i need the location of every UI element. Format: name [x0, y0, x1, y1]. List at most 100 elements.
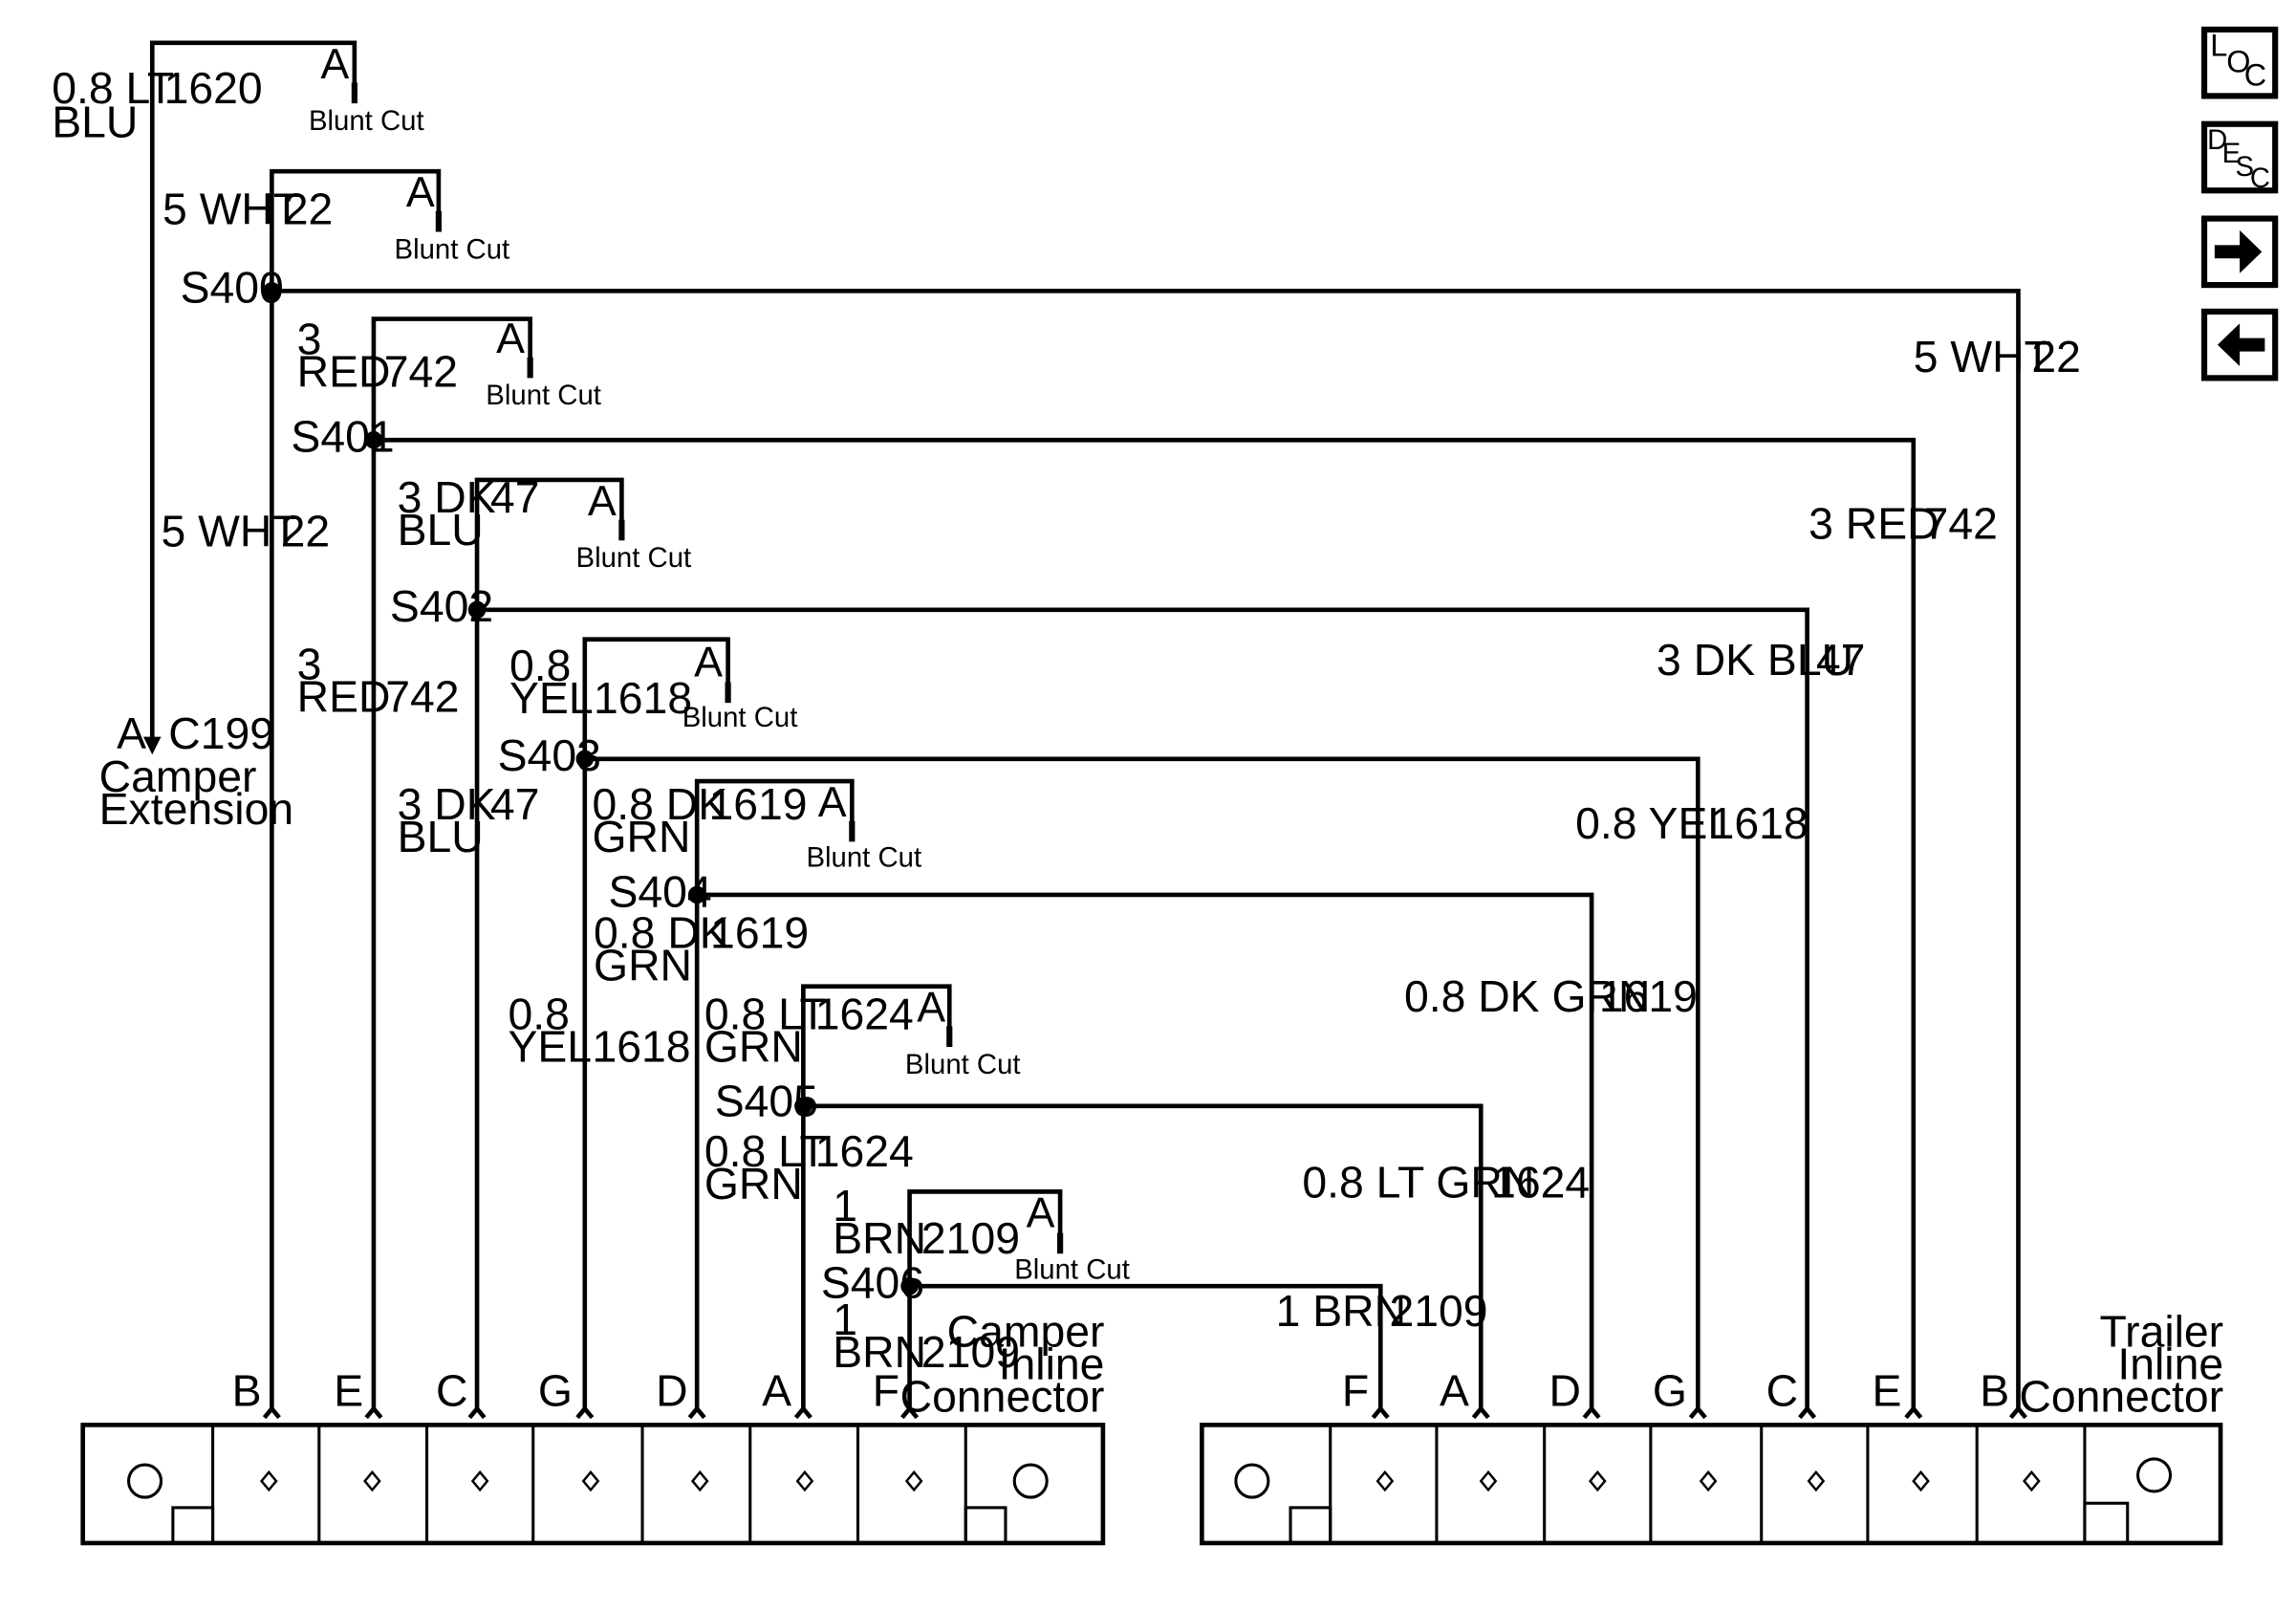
svg-text:0.8 YEL: 0.8 YEL — [1575, 798, 1732, 848]
loc-button[interactable]: L O C — [2200, 26, 2279, 99]
svg-text:A: A — [406, 168, 435, 216]
svg-text:O: O — [2226, 45, 2250, 79]
arrow-right-icon — [2214, 229, 2263, 273]
svg-text:5 WHT: 5 WHT — [162, 185, 300, 234]
previous-button[interactable] — [2200, 308, 2279, 381]
svg-text:D: D — [1549, 1365, 1581, 1415]
svg-text:0.8 DK: 0.8 DK — [593, 779, 728, 829]
svg-text:A: A — [117, 708, 146, 758]
svg-text:Blunt Cut: Blunt Cut — [806, 842, 921, 874]
svg-text:GRN: GRN — [704, 1159, 803, 1208]
wire-labels: 0.8 LT BLU 1620 5 WHT 22 5 WHT 22 5 WHT … — [52, 63, 2081, 1377]
svg-text:C: C — [1766, 1365, 1798, 1415]
svg-text:C: C — [2244, 58, 2266, 93]
blunt-cut-labels: A Blunt Cut A Blunt Cut A Blunt Cut A Bl… — [309, 40, 1130, 1286]
svg-text:GRN: GRN — [593, 812, 691, 861]
svg-text:BLU: BLU — [52, 98, 138, 147]
splice-s402: S402 — [390, 581, 493, 631]
splice-s406: S406 — [821, 1258, 924, 1308]
svg-text:Blunt Cut: Blunt Cut — [395, 233, 510, 265]
svg-text:A: A — [818, 778, 847, 826]
camper-inline-connector: Camper Inline Connector B E C G D A F — [80, 1307, 1106, 1546]
svg-text:3: 3 — [297, 639, 322, 688]
svg-text:0.8: 0.8 — [508, 989, 569, 1038]
svg-text:5 WHT: 5 WHT — [162, 506, 299, 555]
splice-s403: S403 — [498, 730, 601, 780]
svg-text:1624: 1624 — [1491, 1158, 1590, 1208]
arrow-left-icon — [2217, 323, 2265, 367]
svg-text:3 DK: 3 DK — [398, 779, 496, 829]
svg-text:742: 742 — [385, 671, 459, 721]
svg-text:C: C — [436, 1365, 467, 1415]
svg-text:22: 22 — [2031, 332, 2081, 381]
svg-text:BRN: BRN — [833, 1327, 926, 1377]
svg-text:5 WHT: 5 WHT — [1914, 332, 2051, 381]
trailer-inline-connector: Trailer Inline Connector F A D G C E B — [1200, 1307, 2223, 1546]
svg-text:RED: RED — [297, 671, 391, 721]
svg-text:3: 3 — [297, 315, 322, 364]
splice-s401: S401 — [291, 412, 394, 462]
svg-text:0.8 DK: 0.8 DK — [594, 908, 729, 958]
svg-text:YEL: YEL — [508, 1021, 592, 1071]
svg-text:A: A — [1027, 1188, 1055, 1236]
svg-text:22: 22 — [284, 185, 334, 234]
svg-text:0.8 LT: 0.8 LT — [52, 63, 174, 113]
svg-text:3 DK BLU: 3 DK BLU — [1657, 635, 1853, 685]
svg-text:742: 742 — [384, 347, 458, 397]
svg-text:1618: 1618 — [594, 673, 692, 723]
svg-text:Blunt Cut: Blunt Cut — [1014, 1253, 1130, 1285]
svg-text:F: F — [873, 1365, 899, 1415]
svg-text:GRN: GRN — [594, 941, 692, 991]
svg-text:A: A — [496, 315, 525, 362]
svg-text:G: G — [538, 1365, 573, 1415]
svg-text:47: 47 — [1816, 635, 1866, 685]
svg-text:A: A — [762, 1365, 791, 1415]
svg-text:0.8 DK GRN: 0.8 DK GRN — [1404, 971, 1650, 1021]
svg-text:BRN: BRN — [833, 1213, 926, 1263]
svg-text:47: 47 — [490, 779, 540, 829]
svg-text:C199: C199 — [168, 708, 274, 758]
splice-s405: S405 — [715, 1077, 818, 1126]
svg-text:GRN: GRN — [704, 1021, 803, 1071]
svg-text:BLU: BLU — [398, 812, 484, 861]
splice-labels: S400 S401 S402 S403 S404 S405 S406 — [181, 263, 924, 1308]
svg-text:2109: 2109 — [921, 1213, 1020, 1263]
svg-text:S: S — [2235, 151, 2254, 183]
svg-text:742: 742 — [1924, 499, 1998, 549]
svg-text:2109: 2109 — [921, 1327, 1020, 1377]
svg-text:22: 22 — [281, 506, 331, 555]
svg-text:C: C — [2250, 163, 2270, 194]
svg-text:1: 1 — [833, 1181, 857, 1230]
c199-connector-label: A C199 Camper Extension — [99, 708, 293, 834]
svg-text:Camper: Camper — [99, 751, 257, 801]
svg-text:D: D — [656, 1365, 687, 1415]
svg-text:1 BRN: 1 BRN — [1276, 1286, 1406, 1336]
svg-text:A: A — [588, 477, 617, 525]
svg-text:1618: 1618 — [593, 1021, 691, 1071]
svg-text:3 RED: 3 RED — [1809, 499, 1939, 549]
svg-text:D: D — [2207, 124, 2227, 156]
svg-text:Blunt Cut: Blunt Cut — [682, 702, 798, 733]
svg-text:1624: 1624 — [815, 989, 914, 1038]
svg-text:Inline: Inline — [2117, 1339, 2223, 1389]
desc-button[interactable]: D E S C — [2200, 120, 2279, 194]
svg-text:G: G — [1653, 1365, 1687, 1415]
svg-text:Inline: Inline — [999, 1339, 1105, 1389]
svg-text:2109: 2109 — [1390, 1286, 1488, 1336]
svg-text:RED: RED — [297, 347, 391, 397]
svg-text:A: A — [694, 638, 723, 686]
splice-s400: S400 — [181, 263, 284, 313]
svg-text:1619: 1619 — [1599, 971, 1698, 1021]
svg-text:E: E — [334, 1365, 363, 1415]
svg-text:Camper: Camper — [947, 1307, 1105, 1357]
svg-text:E: E — [1873, 1365, 1902, 1415]
svg-text:1: 1 — [833, 1295, 857, 1344]
svg-text:BLU: BLU — [398, 505, 484, 555]
svg-text:F: F — [1342, 1365, 1369, 1415]
svg-text:B: B — [232, 1365, 262, 1415]
svg-text:1619: 1619 — [710, 908, 809, 958]
svg-text:YEL: YEL — [509, 673, 594, 723]
svg-text:1620: 1620 — [164, 63, 263, 113]
next-button[interactable] — [2200, 215, 2279, 289]
